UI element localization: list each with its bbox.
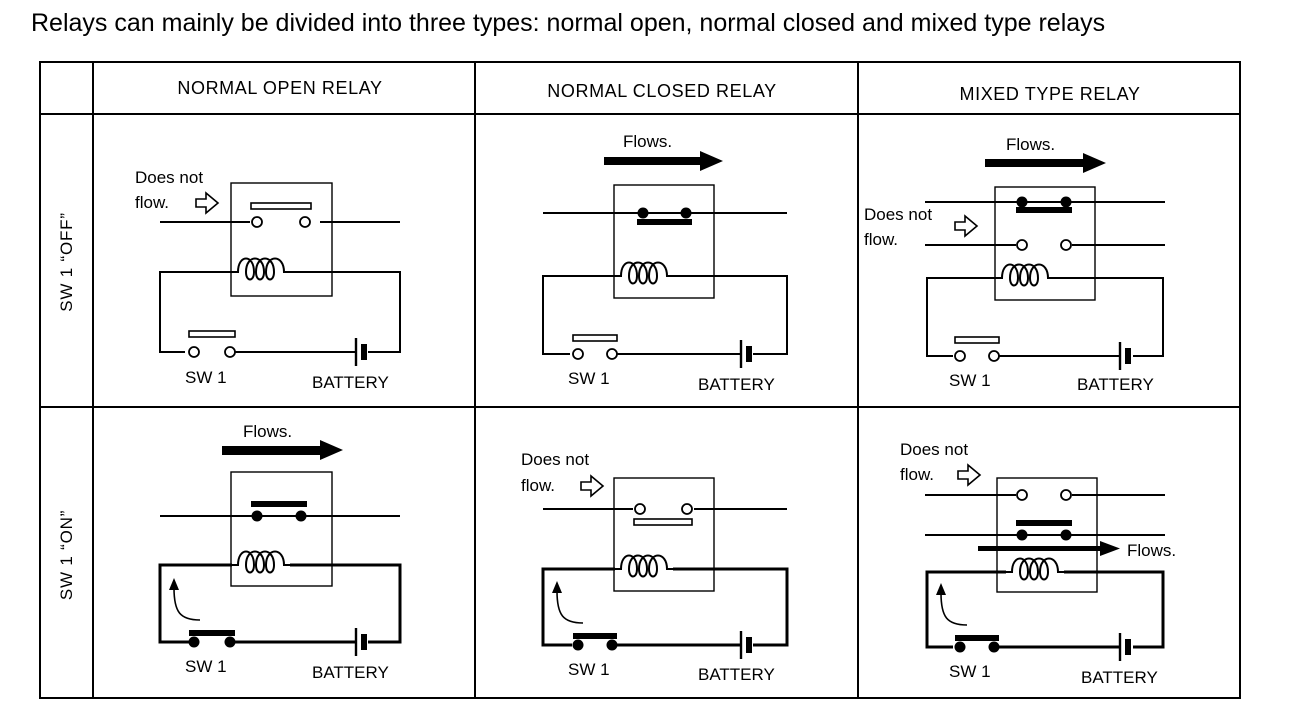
cell-normal-open-on: Flows. SW 1 BATTERY [158, 422, 402, 682]
label-battery: BATTERY [698, 375, 775, 394]
label-flows: Flows. [623, 132, 672, 151]
label-flows: Flows. [1006, 135, 1055, 154]
row-header-sw1-off: SW 1 “OFF” [57, 212, 76, 312]
current-arrow-icon [935, 582, 968, 626]
label-battery: BATTERY [1081, 668, 1158, 687]
label-flow: flow. [135, 193, 169, 212]
intro-text: Relays can mainly be divided into three … [31, 9, 1106, 37]
cell-normal-closed-off: Flows. SW 1 BATTERY [542, 132, 788, 394]
cell-normal-closed-on: Does not flow. SW 1 BATTERY [521, 450, 789, 684]
table-grid [39, 61, 1241, 699]
hollow-arrow-icon [957, 464, 981, 486]
label-sw1: SW 1 [568, 660, 610, 679]
flow-arrow-icon [1100, 541, 1120, 556]
label-battery: BATTERY [1077, 375, 1154, 394]
label-sw1: SW 1 [185, 657, 227, 676]
hollow-arrow-icon [195, 192, 219, 214]
col-header-mixed-type: MIXED TYPE RELAY [960, 84, 1141, 104]
hollow-arrow-icon [580, 475, 604, 497]
label-flow: flow. [900, 465, 934, 484]
flow-arrow-icon [700, 151, 723, 171]
col-header-normal-closed: NORMAL CLOSED RELAY [547, 81, 776, 101]
flow-arrow-icon [1083, 153, 1106, 173]
col-header-normal-open: NORMAL OPEN RELAY [177, 78, 382, 98]
label-battery: BATTERY [312, 373, 389, 392]
label-sw1: SW 1 [949, 371, 991, 390]
label-flows: Flows. [1127, 541, 1176, 560]
label-does-not: Does not [900, 440, 968, 459]
label-sw1: SW 1 [185, 368, 227, 387]
current-arrow-icon [551, 580, 584, 624]
label-battery: BATTERY [698, 665, 775, 684]
label-sw1: SW 1 [949, 662, 991, 681]
cell-mixed-type-on: Flows. Does not flow. SW 1 BATTERY [900, 440, 1176, 687]
label-does-not: Does not [135, 168, 203, 187]
label-flows: Flows. [243, 422, 292, 441]
label-sw1: SW 1 [568, 369, 610, 388]
label-flow: flow. [521, 476, 555, 495]
label-flow: flow. [864, 230, 898, 249]
hollow-arrow-icon [954, 215, 978, 237]
flow-arrow-icon [320, 440, 343, 460]
label-does-not: Does not [864, 205, 932, 224]
row-header-sw1-on: SW 1 “ON” [57, 510, 76, 600]
current-arrow-icon [168, 577, 201, 621]
label-does-not: Does not [521, 450, 589, 469]
cell-mixed-type-off: Flows. Does not flow. SW 1 BATTERY [864, 135, 1165, 394]
label-battery: BATTERY [312, 663, 389, 682]
cell-normal-open-off: Does not flow. SW 1 BATTERY [135, 168, 401, 392]
